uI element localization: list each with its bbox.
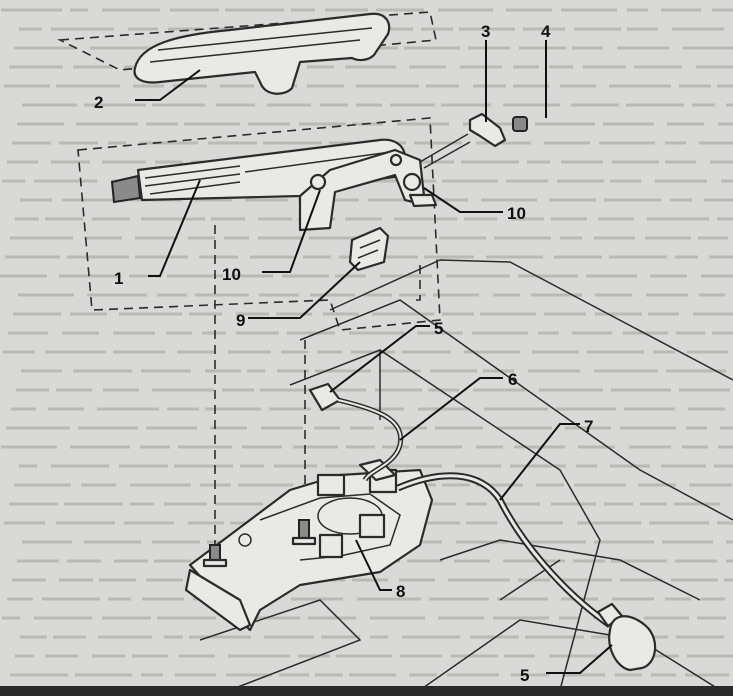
rear-brake-cable <box>396 472 657 672</box>
callout-5-bottom: 5 <box>520 666 529 685</box>
mounting-plate <box>184 458 434 632</box>
callout-4: 4 <box>541 22 551 41</box>
callout-5-top: 5 <box>434 319 443 338</box>
callout-7: 7 <box>584 417 593 436</box>
callout-3: 3 <box>481 22 490 41</box>
callout-10-bottom: 10 <box>222 265 241 284</box>
lever-bracket <box>298 148 438 232</box>
callout-8: 8 <box>396 582 405 601</box>
callout-6: 6 <box>508 370 517 389</box>
callout-2: 2 <box>94 93 103 112</box>
hand-brake-lever <box>110 138 407 204</box>
callout-10-top: 10 <box>507 204 526 223</box>
explode-frame-lever <box>77 117 441 331</box>
scan-edge <box>0 686 733 696</box>
warning-switch-clip <box>348 226 390 272</box>
mounting-bolts <box>202 519 317 568</box>
leader-lines <box>135 40 613 674</box>
callout-labels: 2 1 3 4 10 10 9 5 6 7 8 5 <box>94 22 593 685</box>
floor-tunnel <box>199 259 733 691</box>
lever-grip-cover <box>133 12 391 95</box>
callout-1: 1 <box>114 269 123 288</box>
adjusting-nut <box>512 116 528 132</box>
callout-9: 9 <box>236 311 245 330</box>
